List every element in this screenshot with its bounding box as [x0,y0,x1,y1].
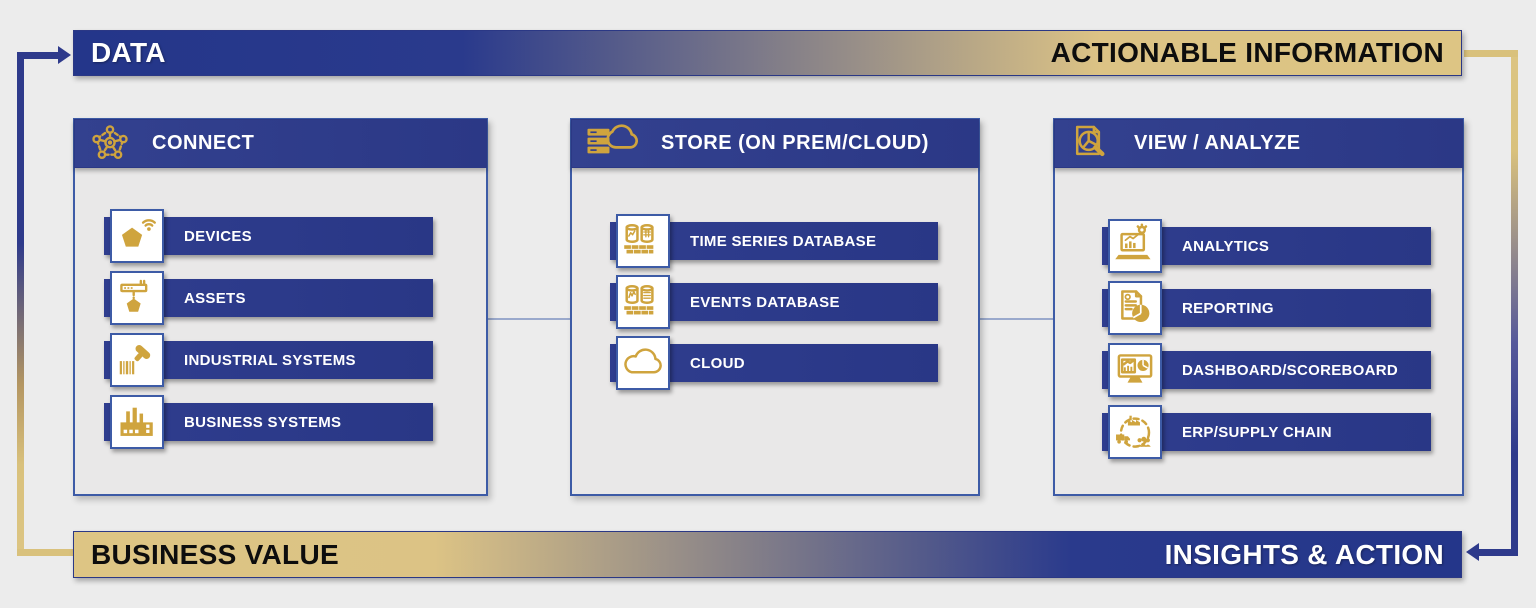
icon-tile [616,214,670,268]
right-cycle-line-top [1464,50,1518,57]
icon-tile [110,395,164,449]
panel-store-header: STORE (ON PREM/CLOUD) [571,119,979,168]
row-label: REPORTING [1182,299,1274,317]
list-item: DASHBOARD/SCOREBOARD [1102,343,1431,397]
laptop-analytics-icon [1115,223,1151,260]
document-magnifier-icon [1075,125,1105,156]
arrow-right-icon [58,46,71,64]
list-item: CLOUD [610,336,938,390]
time-series-database-icon [624,224,654,254]
list-item: ASSETS [104,271,433,325]
list-item: REPORTING [1102,281,1431,335]
list-item: BUSINESS SYSTEMS [104,395,433,449]
left-cycle-line-top [17,52,58,59]
cloud-icon [624,348,662,374]
store-view-connector [978,318,1054,320]
left-cycle-line-bottom [17,549,75,556]
panel-connect-rows: DEVICES ASSETS [75,167,486,449]
row-label: INDUSTRIAL SYSTEMS [184,351,356,369]
right-cycle-line [1511,50,1518,556]
icon-tile [616,336,670,390]
row-label: CLOUD [690,354,745,372]
icon-tile [1108,405,1162,459]
row-bar: ERP/SUPPLY CHAIN [1102,413,1431,451]
connect-store-connector [487,318,571,320]
list-item: ERP/SUPPLY CHAIN [1102,405,1431,459]
panel-store: STORE (ON PREM/CLOUD) TIME SERIES DATABA… [570,118,980,496]
row-label: EVENTS DATABASE [690,293,840,311]
device-pentagon-wifi-icon [121,219,156,247]
panel-connect-title: CONNECT [152,132,255,154]
list-item: ANALYTICS [1102,219,1431,273]
actionable-information-banner-label: ACTIONABLE INFORMATION [1050,37,1444,68]
icon-tile [616,275,670,329]
icon-tile [1108,219,1162,273]
row-label: TIME SERIES DATABASE [690,232,877,250]
data-banner-label: DATA [91,37,166,68]
left-cycle-line [17,52,24,556]
panel-connect: CONNECT DEVICES ASSETS [73,118,488,496]
panel-store-rows: TIME SERIES DATABASE [572,167,978,390]
row-label: DEVICES [184,227,252,245]
right-cycle-line-bottom [1479,549,1518,556]
row-label: BUSINESS SYSTEMS [184,413,342,431]
panel-connect-header: CONNECT [74,119,487,168]
icon-tile [1108,281,1162,335]
network-icon [92,124,128,159]
server-cloud-icon [587,123,638,153]
insights-action-banner-label: INSIGHTS & ACTION [1164,538,1444,570]
row-label: ANALYTICS [1182,237,1270,255]
panel-view-analyze-title: VIEW / ANALYZE [1134,132,1301,154]
list-item: EVENTS DATABASE [610,275,938,329]
row-label: ERP/SUPPLY CHAIN [1182,423,1332,441]
bottom-flow-banner: BUSINESS VALUE INSIGHTS & ACTION [73,531,1462,578]
factory-icon [120,407,153,436]
icon-tile [110,333,164,387]
arrow-left-icon [1466,543,1479,561]
panel-view-analyze: VIEW / ANALYZE ANALYTICS [1053,118,1464,496]
asset-gateway-icon [120,279,148,312]
events-database-icon [624,285,654,315]
list-item: TIME SERIES DATABASE [610,214,938,268]
icon-tile [110,209,164,263]
panel-view-analyze-header: VIEW / ANALYZE [1054,119,1463,168]
list-item: INDUSTRIAL SYSTEMS [104,333,433,387]
report-pie-icon [1121,290,1150,322]
monitor-dashboard-icon [1117,354,1153,383]
top-flow-banner: DATA ACTIONABLE INFORMATION [73,30,1462,76]
row-label: DASHBOARD/SCOREBOARD [1182,361,1399,379]
icon-tile [1108,343,1162,397]
panel-store-title: STORE (ON PREM/CLOUD) [661,132,929,154]
panel-view-analyze-rows: ANALYTICS [1055,167,1462,459]
row-label: ASSETS [184,289,246,307]
business-value-banner-label: BUSINESS VALUE [91,538,339,570]
list-item: DEVICES [104,209,433,263]
icon-tile [110,271,164,325]
supply-chain-cycle-icon [1116,415,1151,448]
barcode-scanner-icon [119,345,151,375]
